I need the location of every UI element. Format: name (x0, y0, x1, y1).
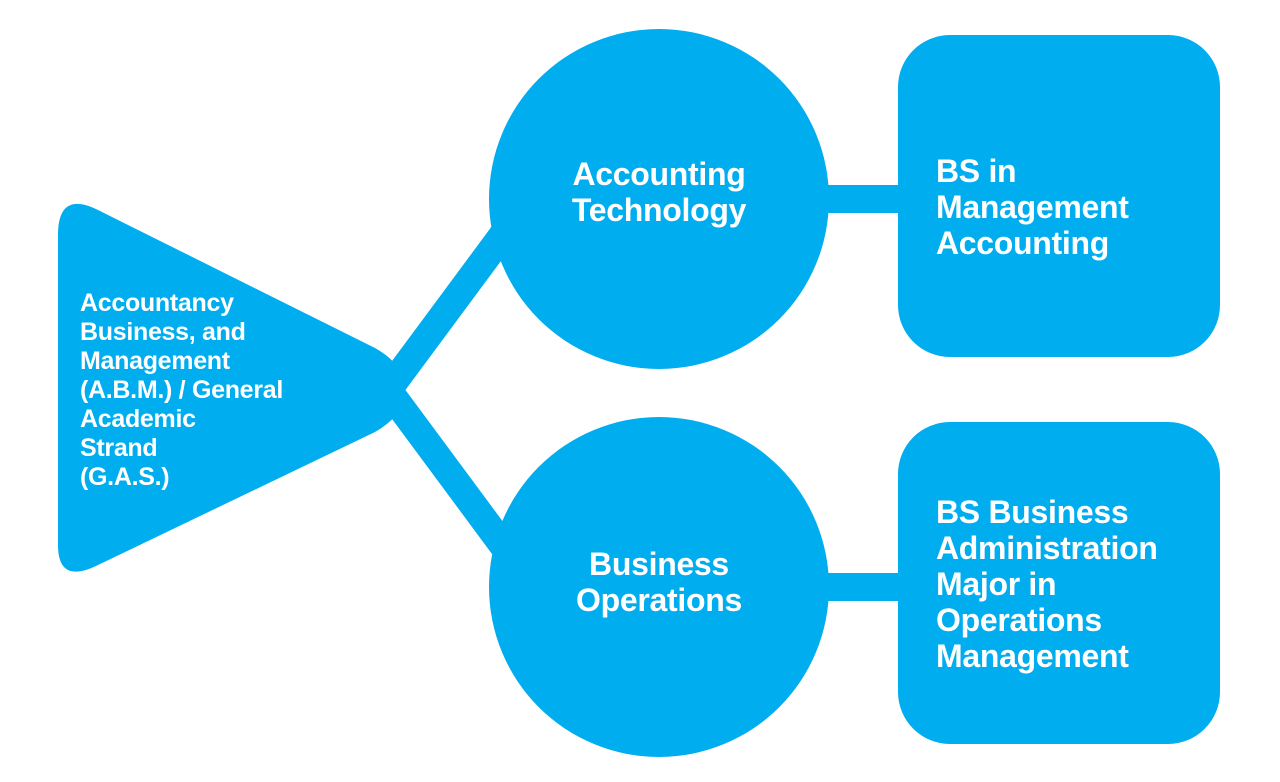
track-node-accounting-technology (489, 29, 829, 369)
connector-start-to-business-operations (376, 381, 517, 557)
connector-start-to-accounting-technology (376, 223, 517, 399)
degree-label-operations-management: BS Business Administration Major in Oper… (936, 494, 1158, 674)
degree-node-management-accounting (898, 35, 1220, 357)
start-node-label: Accountancy Business, and Management (A.… (80, 289, 283, 491)
track-node-business-operations (489, 417, 829, 757)
start-node-triangle (58, 203, 405, 572)
track-label-accounting-technology: Accounting Technology (571, 156, 747, 228)
degree-label-management-accounting: BS in Management Accounting (936, 153, 1129, 261)
degree-node-operations-management (898, 422, 1220, 744)
track-label-business-operations: Business Operations (576, 546, 742, 618)
